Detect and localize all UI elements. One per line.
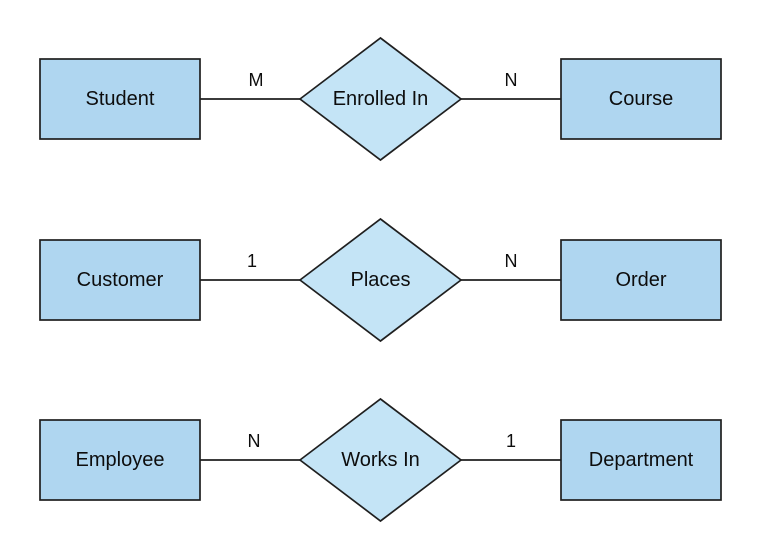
cardinality-label-right: 1	[506, 431, 516, 451]
entity-label-employee: Employee	[76, 449, 165, 471]
entity-label-course: Course	[609, 88, 673, 110]
entity-box-course	[560, 58, 722, 140]
entity-box-student	[39, 58, 201, 140]
entity-box-employee	[39, 419, 201, 501]
entity-label-student: Student	[86, 88, 155, 110]
entity-box-order	[560, 239, 722, 321]
entity-label-order: Order	[615, 269, 666, 291]
relationship-diamond-works-in	[298, 397, 463, 523]
entity-label-customer: Customer	[77, 269, 164, 291]
entity-label-department: Department	[589, 449, 694, 471]
relationship-label-works-in: Works In	[341, 449, 420, 471]
entity-box-department	[560, 419, 722, 501]
entity-box-customer	[39, 239, 201, 321]
er-row-1: Student M Enrolled In N Course	[39, 36, 722, 162]
relationship-diamond-places	[298, 217, 463, 343]
cardinality-label-right: N	[505, 251, 518, 271]
er-row-3: Employee N Works In 1 Department	[39, 397, 722, 523]
relationship-label-places: Places	[350, 269, 410, 291]
cardinality-label-right: N	[505, 70, 518, 90]
relationship-label-enrolled-in: Enrolled In	[333, 88, 429, 110]
cardinality-label-left: M	[249, 70, 264, 90]
er-row-2: Customer 1 Places N Order	[39, 217, 722, 343]
cardinality-label-left: 1	[247, 251, 257, 271]
relationship-diamond-enrolled-in	[298, 36, 463, 162]
cardinality-label-left: N	[248, 431, 261, 451]
